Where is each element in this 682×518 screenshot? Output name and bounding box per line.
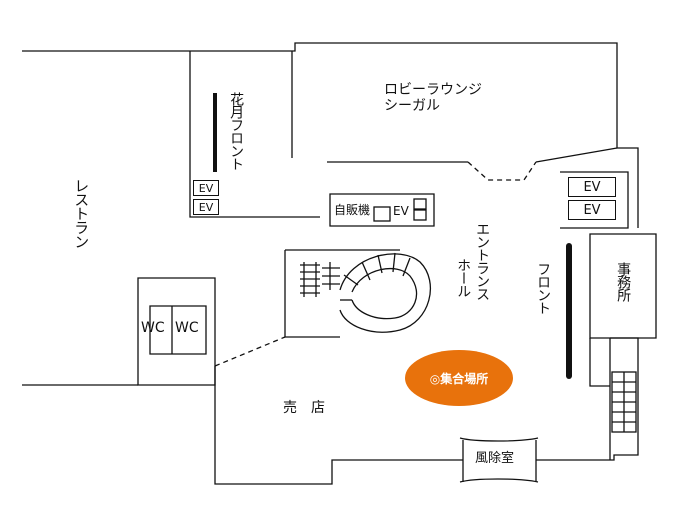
- vending-alcove: [329, 193, 435, 227]
- windbreak-label: 風除室: [475, 451, 515, 466]
- restaurant-label: レストラン: [72, 178, 91, 248]
- stairs-right: [611, 371, 637, 433]
- ev-small-1: EV: [193, 180, 219, 196]
- meeting-point-marker: ◎集合場所: [405, 350, 513, 406]
- wall-front-counter-back: [589, 338, 610, 387]
- ev-large-2: EV: [568, 200, 616, 220]
- ev-large-1: EV: [568, 177, 616, 197]
- outer-wall-top: [22, 42, 639, 228]
- entrance-hall-col1: エントランス: [474, 222, 491, 300]
- shop-dashed-line: [214, 336, 286, 367]
- lobby-lounge-label: ロビーラウンジ シーガル: [384, 82, 482, 114]
- lobby-lounge-line2: シーガル: [384, 98, 440, 115]
- windbreak-doors: [459, 437, 539, 483]
- lobby-lounge-line1: ロビーラウンジ: [384, 82, 482, 98]
- flower-front-label: 花月フロント: [228, 92, 245, 170]
- vending-label: 自販機: [334, 203, 371, 217]
- wc-label-2: WC: [175, 320, 199, 336]
- wall-lobby-right: [535, 147, 618, 163]
- elevator-hall-wall: [560, 171, 629, 229]
- office-wall: [589, 233, 657, 339]
- vending-machine: [373, 206, 391, 222]
- stairs-left: [300, 262, 340, 297]
- wc-label-1: WC: [141, 320, 165, 336]
- shop-label: 売 店: [283, 400, 325, 416]
- front-label: フロント: [535, 262, 552, 314]
- ev-small-2: EV: [193, 199, 219, 215]
- vending-ev-slot-top: [413, 198, 427, 210]
- wall-right-lower: [536, 337, 639, 461]
- lobby-opening-dashed: [467, 161, 537, 181]
- shop-wall: [214, 366, 463, 485]
- office-label: 事務所: [615, 262, 632, 301]
- entrance-hall-col2: ホール: [455, 258, 472, 297]
- spiral-stairs: [339, 252, 432, 333]
- vending-ev-slot-bottom: [413, 209, 427, 221]
- wall-flower-front: [189, 51, 320, 218]
- vending-ev-label: EV: [393, 204, 409, 218]
- meeting-point-label: ◎集合場所: [429, 371, 489, 386]
- wc-inner: [149, 305, 207, 355]
